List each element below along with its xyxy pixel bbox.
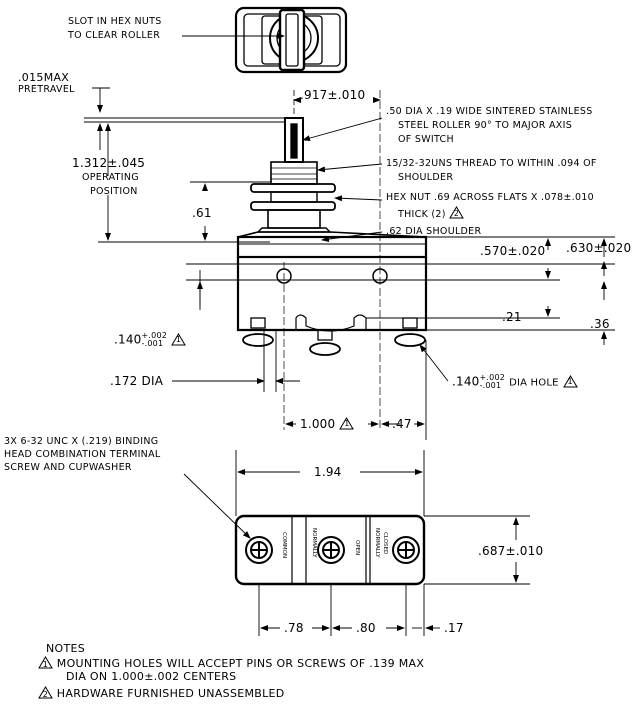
note-1-line1: 1 MOUNTING HOLES WILL ACCEPT PINS OR SCR… bbox=[38, 656, 424, 671]
dim-194: 1.94 bbox=[314, 465, 342, 479]
flag-2-number: 2 bbox=[42, 690, 49, 699]
flag-1-number: 1 bbox=[42, 660, 49, 669]
dim-917: .917±.010 bbox=[300, 88, 366, 102]
note-1-text: MOUNTING HOLES WILL ACCEPT PINS OR SCREW… bbox=[56, 657, 425, 670]
dim-1000-value: 1.000 bbox=[300, 417, 336, 431]
switch-body bbox=[236, 90, 428, 430]
thread-note-line1: 15/32-32UNS THREAD TO WITHIN .094 OF bbox=[386, 158, 597, 169]
top-view-nut bbox=[234, 6, 348, 74]
note-2-flag-icon-notes: 2 bbox=[38, 686, 53, 699]
pretravel-label: PRETRAVEL bbox=[18, 84, 75, 95]
hole-left-dim: .140+.002-.001 1 bbox=[114, 332, 186, 348]
notes-heading: NOTES bbox=[46, 642, 86, 655]
note-1-line2: DIA ON 1.000±.002 CENTERS bbox=[66, 670, 237, 683]
note-2-line: 2 HARDWARE FURNISHED UNASSEMBLED bbox=[38, 686, 285, 701]
pretravel-value: .015MAX bbox=[18, 71, 70, 84]
terminal-label-common: COMMON bbox=[281, 532, 287, 559]
dim-61: .61 bbox=[192, 206, 212, 220]
terminal-label-no-1: NORMALLY bbox=[311, 528, 317, 558]
note-2-text: HARDWARE FURNISHED UNASSEMBLED bbox=[56, 687, 285, 700]
flag-2-number: 2 bbox=[453, 209, 460, 218]
flag-1-number: 1 bbox=[175, 334, 182, 344]
flag-1-number: 1 bbox=[344, 419, 350, 428]
side-view-actuator bbox=[250, 90, 336, 233]
operating-position-label1: OPERATING bbox=[82, 172, 139, 183]
operating-position-label2: POSITION bbox=[90, 186, 138, 197]
hole-right-dim: .140+.002-.001 DIA HOLE 1 bbox=[452, 374, 578, 390]
note-1-flag-icon: 1 bbox=[38, 656, 53, 669]
hole-left-base: .140 bbox=[114, 332, 142, 347]
hexnut-thick-label: THICK (2) bbox=[398, 209, 446, 220]
dim-78: .78 bbox=[284, 621, 304, 635]
tol-plus: +.002 bbox=[141, 331, 168, 340]
shoulder-note: .62 DIA SHOULDER bbox=[386, 226, 482, 237]
thread-note-line2: SHOULDER bbox=[398, 172, 454, 183]
slot-note-line1: SLOT IN HEX NUTS bbox=[68, 16, 162, 27]
note-1-flag-icon-center: 1 bbox=[339, 417, 355, 430]
terminal-label-no-2: OPEN bbox=[354, 540, 360, 556]
tol-minus: -.001 bbox=[479, 381, 502, 390]
note-1-flag-icon-left: 1 bbox=[171, 332, 186, 346]
hexnut-note-line1: HEX NUT .69 ACROSS FLATS X .078±.010 bbox=[386, 192, 594, 203]
dim-172-dia: .172 DIA bbox=[110, 374, 164, 388]
roller-note-line3: OF SWITCH bbox=[398, 134, 454, 145]
dim-47: .47 bbox=[392, 417, 412, 431]
dim-1000: 1.000 1 bbox=[300, 417, 355, 431]
note-1-flag-icon-right: 1 bbox=[562, 374, 578, 388]
terminal-label-nc-2: CLOSED bbox=[382, 532, 388, 555]
terminal-label-nc-1: NORMALLY bbox=[374, 528, 380, 558]
hole-right-suffix: DIA HOLE bbox=[509, 377, 559, 389]
operating-position-value: 1.312±.045 bbox=[72, 156, 146, 170]
note-2-flag-icon: 2 bbox=[449, 206, 465, 219]
roller-note-line2: STEEL ROLLER 90° TO MAJOR AXIS bbox=[398, 120, 573, 131]
hexnut-note-line2: THICK (2) 2 bbox=[398, 206, 465, 221]
slot-note-line2: TO CLEAR ROLLER bbox=[68, 30, 161, 41]
hole-right-tolerance: +.002-.001 bbox=[480, 374, 506, 390]
tol-plus: +.002 bbox=[479, 373, 506, 382]
hole-right-base: .140 bbox=[452, 374, 480, 389]
dim-36: .36 bbox=[590, 317, 610, 331]
bottom-view bbox=[234, 514, 426, 586]
dim-17: .17 bbox=[444, 621, 464, 635]
screw-note-line1: 3X 6-32 UNC X (.219) BINDING bbox=[4, 436, 159, 447]
screw-note-line2: HEAD COMBINATION TERMINAL bbox=[4, 449, 161, 460]
dim-570: .570±.020 bbox=[480, 244, 546, 258]
dim-21: .21 bbox=[502, 310, 522, 324]
roller-note-line1: .50 DIA X .19 WIDE SINTERED STAINLESS bbox=[386, 106, 593, 117]
dimension-lines bbox=[84, 33, 615, 636]
dim-80: .80 bbox=[356, 621, 376, 635]
tol-minus: -.001 bbox=[141, 339, 164, 348]
dim-630: .630±.020 bbox=[566, 241, 632, 255]
screw-note-line3: SCREW AND CUPWASHER bbox=[4, 462, 132, 473]
hole-left-tolerance: +.002-.001 bbox=[142, 332, 168, 348]
flag-1-number: 1 bbox=[567, 376, 573, 386]
dim-687: .687±.010 bbox=[478, 544, 544, 558]
